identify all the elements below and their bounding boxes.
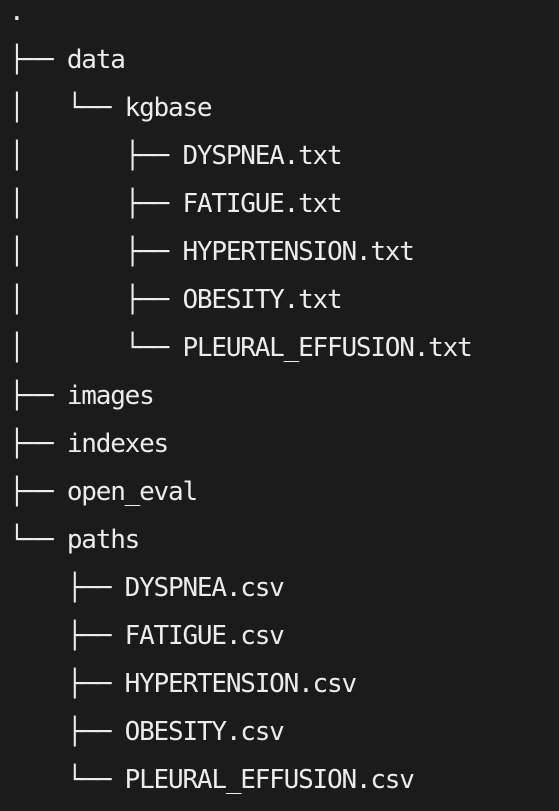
tree-line-images: ├── images bbox=[9, 372, 559, 420]
tree-branch: ├── bbox=[9, 717, 125, 747]
file-pleural-effusion-txt: PLEURAL_EFFUSION.txt bbox=[182, 333, 472, 363]
tree-line-dyspnea-csv: ├── DYSPNEA.csv bbox=[9, 564, 559, 612]
tree-branch: │ └── bbox=[9, 333, 183, 363]
tree-branch: ├── bbox=[9, 381, 67, 411]
tree-branch: └── bbox=[9, 765, 125, 795]
tree-branch: │ ├── bbox=[9, 285, 183, 315]
tree-branch: │ ├── bbox=[9, 237, 183, 267]
tree-line-dyspnea-txt: │ ├── DYSPNEA.txt bbox=[9, 132, 559, 180]
tree-line-open-eval: ├── open_eval bbox=[9, 468, 559, 516]
tree-line-data: ├── data bbox=[9, 36, 559, 84]
file-pleural-effusion-csv: PLEURAL_EFFUSION.csv bbox=[124, 765, 415, 795]
file-dyspnea-csv: DYSPNEA.csv bbox=[124, 573, 285, 603]
tree-branch: ├── bbox=[9, 477, 67, 507]
tree-root: . bbox=[9, 0, 559, 36]
file-obesity-txt: OBESITY.txt bbox=[182, 285, 342, 315]
tree-branch: ├── bbox=[9, 429, 67, 459]
file-hypertension-txt: HYPERTENSION.txt bbox=[182, 237, 414, 267]
tree-line-hypertension-csv: ├── HYPERTENSION.csv bbox=[9, 660, 559, 708]
file-obesity-csv: OBESITY.csv bbox=[124, 717, 285, 747]
folder-open-eval: open_eval bbox=[66, 477, 198, 507]
tree-branch: │ ├── bbox=[9, 141, 183, 171]
tree-root-label: . bbox=[9, 0, 25, 27]
tree-branch: └── bbox=[9, 525, 67, 555]
tree-branch: ├── bbox=[9, 45, 67, 75]
tree-line-fatigue-txt: │ ├── FATIGUE.txt bbox=[9, 180, 559, 228]
tree-branch: ├── bbox=[9, 669, 125, 699]
tree-line-hypertension-txt: │ ├── HYPERTENSION.txt bbox=[9, 228, 559, 276]
tree-line-obesity-txt: │ ├── OBESITY.txt bbox=[9, 276, 559, 324]
tree-branch: ├── bbox=[9, 621, 125, 651]
tree-line-pleural-effusion-txt: │ └── PLEURAL_EFFUSION.txt bbox=[9, 324, 559, 372]
folder-kgbase: kgbase bbox=[124, 93, 213, 123]
folder-images: images bbox=[66, 381, 155, 411]
tree-line-indexes: ├── indexes bbox=[9, 420, 559, 468]
folder-indexes: indexes bbox=[66, 429, 169, 459]
tree-line-obesity-csv: ├── OBESITY.csv bbox=[9, 708, 559, 756]
tree-line-pleural-effusion-csv: └── PLEURAL_EFFUSION.csv bbox=[9, 756, 559, 804]
file-fatigue-txt: FATIGUE.txt bbox=[182, 189, 342, 219]
tree-branch: │ ├── bbox=[9, 189, 183, 219]
tree-line-paths: └── paths bbox=[9, 516, 559, 564]
folder-data: data bbox=[66, 45, 126, 75]
file-dyspnea-txt: DYSPNEA.txt bbox=[182, 141, 342, 171]
file-hypertension-csv: HYPERTENSION.csv bbox=[124, 669, 357, 699]
file-fatigue-csv: FATIGUE.csv bbox=[124, 621, 285, 651]
tree-branch: ├── bbox=[9, 573, 125, 603]
tree-branch: │ └── bbox=[9, 93, 125, 123]
tree-line-kgbase: │ └── kgbase bbox=[9, 84, 559, 132]
tree-line-fatigue-csv: ├── FATIGUE.csv bbox=[9, 612, 559, 660]
folder-paths: paths bbox=[66, 525, 140, 555]
